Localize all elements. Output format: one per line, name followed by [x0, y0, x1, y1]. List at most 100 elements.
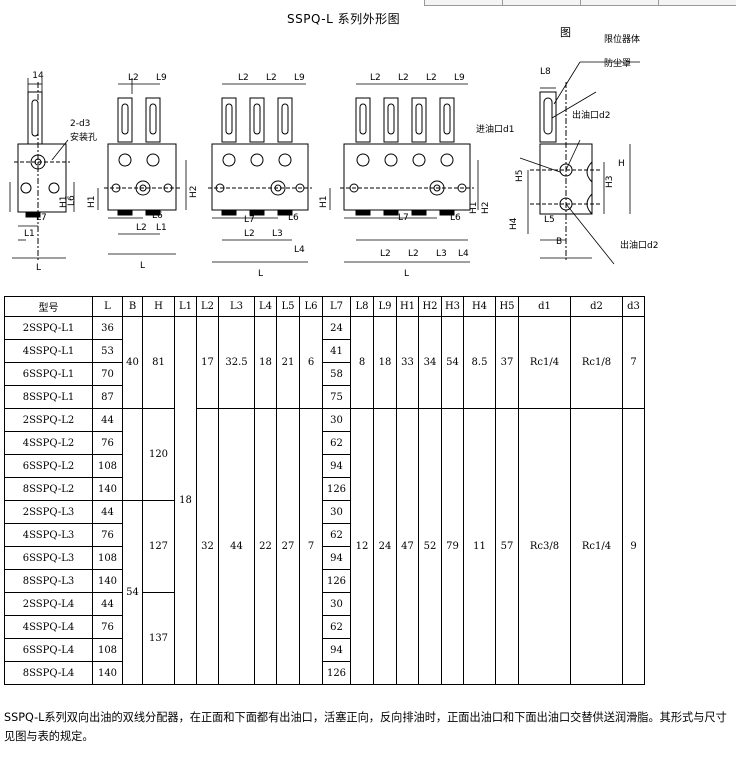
header-h1: H1 — [396, 296, 419, 317]
cell-h1: 33 — [396, 316, 419, 409]
cell-h2: 34 — [418, 316, 442, 409]
header-l9: L9 — [373, 296, 397, 317]
cell-l7: 24 — [322, 316, 351, 340]
cell-l6: 6 — [299, 316, 323, 409]
dim-l9-b: L9 — [156, 73, 167, 83]
cell-l: 76 — [92, 523, 123, 547]
cell-h: 127 — [142, 500, 175, 593]
cell-l: 140 — [92, 477, 123, 501]
cell-l: 108 — [92, 454, 123, 478]
cell-l5: 27 — [276, 408, 300, 685]
cell-d1: Rc3/8 — [518, 408, 571, 685]
dim-l2-d: L2 — [370, 73, 381, 83]
cell-l7: 126 — [322, 477, 351, 501]
dim-l-d: L — [404, 269, 409, 279]
cell-h3: 54 — [441, 316, 464, 409]
cell-l7: 75 — [322, 385, 351, 409]
model-cell: 6SSPQ-L4 — [4, 638, 93, 662]
cell-l7: 94 — [322, 546, 351, 570]
dim-h1-d: H1 — [319, 196, 329, 209]
callout-mount: 安装孔 — [70, 131, 97, 143]
dim-l2-d4: L2 — [380, 249, 391, 259]
dim-l-b: L — [140, 261, 145, 271]
dim-l6-d: L6 — [450, 213, 461, 223]
dim-l1-a: L1 — [24, 229, 35, 239]
cell-l: 44 — [92, 592, 123, 616]
cell-l7: 30 — [322, 500, 351, 524]
dim-l2-c3: L2 — [244, 229, 255, 239]
header-model: 型号 — [4, 296, 93, 317]
cell-l: 140 — [92, 661, 123, 685]
cell-l7: 62 — [322, 615, 351, 639]
model-cell: 8SSPQ-L4 — [4, 661, 93, 685]
cell-l7: 126 — [322, 661, 351, 685]
cell-l4: 18 — [254, 316, 277, 409]
dim-l7-a: L7 — [36, 213, 47, 223]
cell-h3: 79 — [441, 408, 464, 685]
cell-l7: 58 — [322, 362, 351, 386]
cell-l: 140 — [92, 569, 123, 593]
dim-l2-c: L2 — [238, 73, 249, 83]
dim-b: B — [556, 237, 562, 247]
dim-l7-d: L7 — [398, 213, 409, 223]
header-d3: d3 — [622, 296, 645, 317]
header-l3: L3 — [218, 296, 255, 317]
cell-l: 44 — [92, 408, 123, 432]
header-d2: d2 — [570, 296, 623, 317]
dim-l8: L8 — [540, 67, 551, 77]
dim-l5: L5 — [544, 215, 555, 225]
cell-l5: 21 — [276, 316, 300, 409]
cell-l1: 18 — [174, 316, 197, 685]
header-b: B — [122, 296, 143, 317]
header-l1: L1 — [174, 296, 197, 317]
cell-l7: 94 — [322, 454, 351, 478]
dim-l6-c: L6 — [288, 213, 299, 223]
dim-l2-d2: L2 — [398, 73, 409, 83]
model-cell: 4SSPQ-L2 — [4, 431, 93, 455]
cell-h2: 52 — [418, 408, 442, 685]
cell-h5: 37 — [495, 316, 519, 409]
cell-h: 137 — [142, 592, 175, 685]
model-cell: 8SSPQ-L2 — [4, 477, 93, 501]
model-cell: 2SSPQ-L1 — [4, 316, 93, 340]
cell-h: 81 — [142, 316, 175, 409]
model-cell: 2SSPQ-L2 — [4, 408, 93, 432]
cell-l: 36 — [92, 316, 123, 340]
fig-label: 图 — [560, 26, 571, 39]
header-h: H — [142, 296, 175, 317]
header-l5: L5 — [276, 296, 300, 317]
callout-dust-cap: 防尘罩 — [604, 57, 631, 69]
header-h5: H5 — [495, 296, 519, 317]
dim-l-a: L — [36, 263, 41, 273]
dim-l2-d5: L2 — [408, 249, 419, 259]
dim-l7-c: L7 — [244, 215, 255, 225]
cell-l3: 32.5 — [218, 316, 255, 409]
cell-l7: 94 — [322, 638, 351, 662]
distributor-4-section — [340, 97, 474, 216]
callout-limiter: 限位器体 — [604, 33, 640, 45]
cell-b: 40 — [122, 316, 143, 409]
model-cell: 2SSPQ-L4 — [4, 592, 93, 616]
cell-h4: 8.5 — [463, 316, 496, 409]
cell-l8: 12 — [350, 408, 374, 685]
cell-l: 87 — [92, 385, 123, 409]
header-l4: L4 — [254, 296, 277, 317]
cell-h1: 47 — [396, 408, 419, 685]
distributor-1-section — [14, 82, 70, 262]
cell-l6: 7 — [299, 408, 323, 685]
header-l6: L6 — [299, 296, 323, 317]
dim-l4-c: L4 — [294, 245, 305, 255]
callout-outlet-top: 出油口d2 — [572, 109, 610, 121]
dim-h1-b: H1 — [87, 196, 97, 209]
dim-l4-d: L4 — [458, 249, 469, 259]
callout-inlet: 进油口d1 — [476, 123, 514, 135]
model-cell: 4SSPQ-L4 — [4, 615, 93, 639]
cell-l: 108 — [92, 546, 123, 570]
cell-l2: 17 — [196, 316, 219, 409]
